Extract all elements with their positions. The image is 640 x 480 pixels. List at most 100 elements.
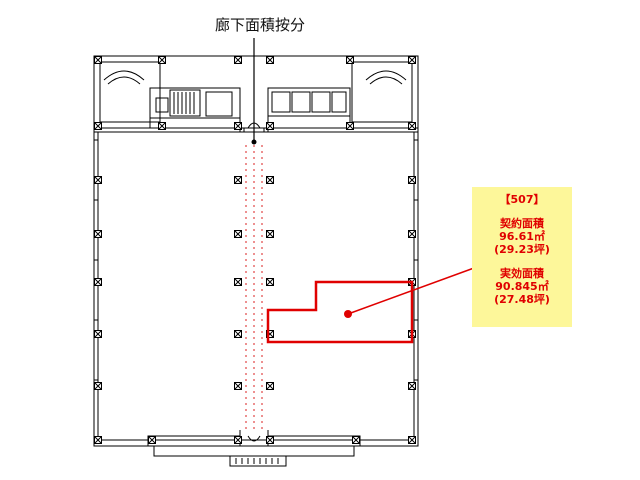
- column-marker: [346, 56, 354, 64]
- corridor-dot: [261, 355, 263, 357]
- corridor-dot: [245, 235, 247, 237]
- corridor-dot: [245, 151, 247, 153]
- corridor-dot: [261, 229, 263, 231]
- corridor-dot: [253, 319, 255, 321]
- column-marker: [408, 230, 416, 238]
- column-marker: [234, 330, 242, 338]
- corridor-dot: [245, 367, 247, 369]
- corridor-dot: [245, 241, 247, 243]
- corridor-dot: [261, 193, 263, 195]
- corridor-dot: [261, 415, 263, 417]
- corridor-dot: [261, 241, 263, 243]
- unit-info-box: 【507】 契約面積 96.61㎡ (29.23坪) 実効面積 90.845㎡ …: [472, 187, 572, 327]
- corridor-dot: [253, 421, 255, 423]
- corridor-dot: [253, 271, 255, 273]
- corridor-dot: [253, 325, 255, 327]
- corridor-dot: [245, 229, 247, 231]
- corridor-dot: [261, 259, 263, 261]
- corridor-dot: [245, 169, 247, 171]
- corridor-dot: [261, 247, 263, 249]
- corridor-dot: [245, 301, 247, 303]
- corridor-dot: [261, 151, 263, 153]
- column-marker: [94, 176, 102, 184]
- effective-area-label: 実効面積: [500, 267, 544, 280]
- corridor-dot: [245, 403, 247, 405]
- corridor-dot: [261, 199, 263, 201]
- corridor-dot: [261, 385, 263, 387]
- corridor-dot: [245, 391, 247, 393]
- column-marker: [94, 382, 102, 390]
- corridor-dot: [245, 259, 247, 261]
- contract-area-tsubo: (29.23坪): [494, 243, 550, 256]
- structural-columns: [94, 56, 416, 444]
- corridor-dot: [253, 313, 255, 315]
- corridor-dot: [245, 313, 247, 315]
- corridor-dot: [261, 235, 263, 237]
- column-marker: [234, 230, 242, 238]
- corridor-dot: [253, 211, 255, 213]
- corridor-dot: [253, 427, 255, 429]
- corridor-dot: [245, 163, 247, 165]
- corridor-dot: [245, 193, 247, 195]
- corridor-dot: [253, 337, 255, 339]
- column-marker: [94, 230, 102, 238]
- corridor-dot: [245, 157, 247, 159]
- corridor-dot: [261, 349, 263, 351]
- corridor-dot: [253, 343, 255, 345]
- corridor-dot: [245, 349, 247, 351]
- corridor-dot: [253, 241, 255, 243]
- column-marker: [94, 278, 102, 286]
- corridor-dot: [261, 325, 263, 327]
- column-marker: [266, 278, 274, 286]
- corridor-dot: [253, 415, 255, 417]
- corridor-dot: [253, 145, 255, 147]
- column-marker: [408, 176, 416, 184]
- corridor-dot: [261, 361, 263, 363]
- corridor-dot: [245, 283, 247, 285]
- unit-507-leader-line: [347, 267, 475, 315]
- column-marker: [266, 56, 274, 64]
- effective-area-sqm: 90.845㎡: [495, 280, 549, 293]
- column-marker: [94, 56, 102, 64]
- corridor-dot: [245, 205, 247, 207]
- corridor-dot: [253, 253, 255, 255]
- column-marker: [94, 330, 102, 338]
- corridor-dot: [261, 343, 263, 345]
- corridor-dot: [253, 331, 255, 333]
- building-outline: [93, 55, 419, 447]
- corridor-dot: [253, 283, 255, 285]
- corridor-dot: [261, 223, 263, 225]
- corridor-dot: [245, 181, 247, 183]
- corridor-dot: [253, 163, 255, 165]
- corridor-dot: [261, 319, 263, 321]
- column-marker: [158, 56, 166, 64]
- corridor-dot: [261, 187, 263, 189]
- corridor-dot: [261, 367, 263, 369]
- corridor-dot: [253, 403, 255, 405]
- corridor-dot: [245, 361, 247, 363]
- corridor-dot: [253, 391, 255, 393]
- corridor-dot: [261, 163, 263, 165]
- corridor-dot: [245, 217, 247, 219]
- column-marker: [234, 56, 242, 64]
- corridor-dot: [253, 259, 255, 261]
- corridor-dot: [245, 421, 247, 423]
- effective-area-tsubo: (27.48坪): [494, 293, 550, 306]
- corridor-dot: [245, 145, 247, 147]
- corridor-dot: [245, 199, 247, 201]
- corridor-dot: [253, 373, 255, 375]
- column-marker: [266, 436, 274, 444]
- corridor-dot: [253, 157, 255, 159]
- corridor-dot: [261, 265, 263, 267]
- corridor-dot: [261, 157, 263, 159]
- corridor-dot: [253, 295, 255, 297]
- corridor-dot: [253, 151, 255, 153]
- column-marker: [94, 436, 102, 444]
- corridor-dot: [261, 283, 263, 285]
- corridor-dot: [253, 181, 255, 183]
- column-marker: [94, 122, 102, 130]
- corridor-dot: [245, 253, 247, 255]
- corridor-dot: [261, 373, 263, 375]
- left-core: [99, 61, 241, 129]
- column-marker: [346, 122, 354, 130]
